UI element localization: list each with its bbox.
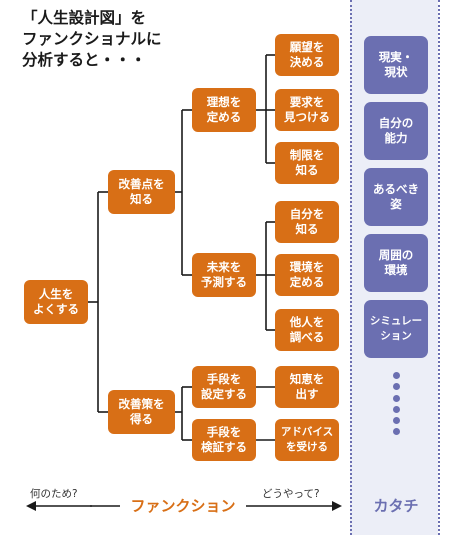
katachi-arubeki-line1: あるべき xyxy=(373,182,419,196)
katachi-nouryoku: 自分の 能力 xyxy=(364,102,428,160)
title-line-1: 「人生設計図」を xyxy=(22,9,147,27)
node-mirai-line1: 未来を xyxy=(206,260,242,274)
node-shudan-kensho: 手段を 検証する xyxy=(192,419,256,461)
node-chie-line1: 知恵を xyxy=(289,372,325,386)
node-kaizenten-line1: 改善点を xyxy=(118,177,165,191)
katachi-simulation-line1: シミュレー xyxy=(369,315,423,327)
katachi-shui: 周囲の 環境 xyxy=(364,234,428,292)
node-yokyu-line1: 要求を xyxy=(289,95,325,109)
node-chie: 知恵を 出す xyxy=(275,366,339,408)
node-kankyo: 環境を 定める xyxy=(275,254,339,296)
katachi-simulation-line2: ション xyxy=(380,330,412,342)
node-jibun-line2: 知る xyxy=(295,222,319,236)
title-line-2: ファンクショナルに xyxy=(22,30,162,48)
node-shudan-kensho-line2: 検証する xyxy=(201,440,247,454)
node-mirai-line2: 予測する xyxy=(201,275,247,289)
node-ganbo-line1: 願望を xyxy=(289,40,325,54)
node-root-line1: 人生を xyxy=(38,287,74,301)
katachi-nouryoku-line1: 自分の xyxy=(378,116,414,130)
node-tanin-line1: 他人を xyxy=(289,315,325,329)
arrow-left-head xyxy=(26,501,36,511)
node-tanin-line2: 調べる xyxy=(289,330,325,344)
dot xyxy=(393,394,400,402)
dot xyxy=(393,383,400,391)
node-riso-line2: 定める xyxy=(206,110,242,124)
dot xyxy=(393,372,400,379)
katachi-nouryoku-line2: 能力 xyxy=(384,131,408,145)
node-shudan-settei-line2: 設定する xyxy=(201,387,247,401)
node-riso-line1: 理想を xyxy=(206,95,242,109)
title-line-3: 分析すると・・・ xyxy=(22,51,147,69)
node-shudan-kensho-line1: 手段を xyxy=(206,425,242,439)
node-tanin: 他人を 調べる xyxy=(275,309,339,351)
node-advice-line2: を受ける xyxy=(286,441,328,453)
panel-left-divider xyxy=(350,0,352,535)
dot xyxy=(393,428,400,436)
node-seigen-line2: 知る xyxy=(295,163,319,177)
arrow-right-head xyxy=(332,501,342,511)
katachi-simulation: シミュレー ション xyxy=(364,300,428,358)
node-advice-line1: アドバイス xyxy=(280,426,334,438)
node-kankyo-line2: 定める xyxy=(289,275,325,289)
label-how: どうやって? xyxy=(262,488,320,500)
label-function: ファンクション xyxy=(130,497,236,515)
node-jibun: 自分を 知る xyxy=(275,201,339,243)
node-advice: アドバイス を受ける xyxy=(275,419,339,461)
katachi-arubeki: あるべき 姿 xyxy=(364,168,428,226)
dot xyxy=(393,405,400,413)
node-kaizensaku: 改善策を 得る xyxy=(108,390,175,434)
katachi-shui-line2: 環境 xyxy=(384,263,408,277)
node-shudan-settei-line1: 手段を xyxy=(206,372,242,386)
katachi-genjitsu: 現実・ 現状 xyxy=(364,36,428,94)
node-yokyu-line2: 見つける xyxy=(284,110,330,124)
node-riso: 理想を 定める xyxy=(192,88,256,132)
node-seigen: 制限を 知る xyxy=(275,142,339,184)
node-kaizenten: 改善点を 知る xyxy=(108,170,175,214)
node-kankyo-line1: 環境を xyxy=(289,260,325,274)
node-mirai: 未来を 予測する xyxy=(192,253,256,297)
node-root-line2: よくする xyxy=(33,302,79,316)
label-katachi: カタチ xyxy=(373,497,419,515)
node-jibun-line1: 自分を xyxy=(289,207,325,221)
diagram-title: 「人生設計図」を ファンクショナルに 分析すると・・・ xyxy=(22,8,162,71)
node-ganbo: 願望を 決める xyxy=(275,34,339,76)
dot xyxy=(393,417,400,425)
katachi-arubeki-line2: 姿 xyxy=(390,197,402,211)
node-root: 人生を よくする xyxy=(24,280,88,324)
node-yokyu: 要求を 見つける xyxy=(275,89,339,131)
katachi-genjitsu-line1: 現実・ xyxy=(378,50,414,64)
node-seigen-line1: 制限を xyxy=(289,148,325,162)
node-kaizensaku-line1: 改善策を xyxy=(118,397,165,411)
node-shudan-settei: 手段を 設定する xyxy=(192,366,256,408)
node-ganbo-line2: 決める xyxy=(289,55,325,69)
node-kaizensaku-line2: 得る xyxy=(130,412,153,426)
continuation-dots xyxy=(393,372,400,440)
node-kaizenten-line2: 知る xyxy=(130,192,153,206)
node-chie-line2: 出す xyxy=(295,387,319,401)
katachi-genjitsu-line2: 現状 xyxy=(384,65,408,79)
panel-right-divider xyxy=(438,0,440,535)
label-what-for: 何のため? xyxy=(30,488,78,500)
katachi-shui-line1: 周囲の xyxy=(378,248,414,262)
